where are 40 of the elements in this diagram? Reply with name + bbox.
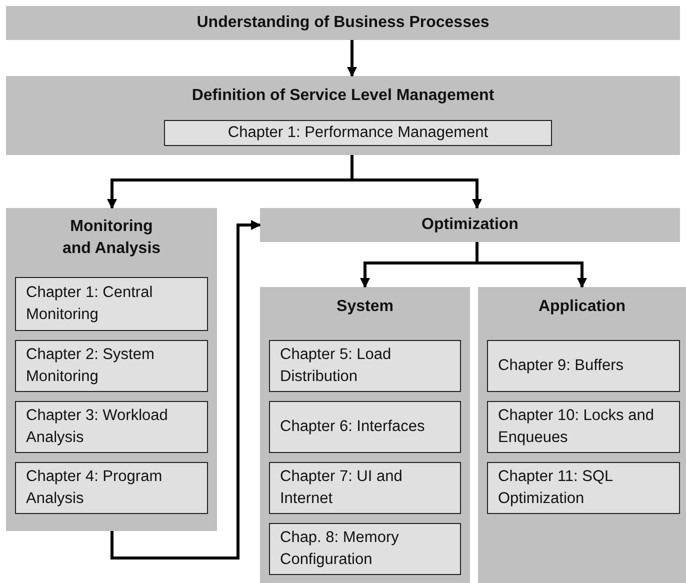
chapter-label: Chapter 10: Locks and Enqueues	[498, 406, 655, 448]
chapter-label: Chapter 1: Performance Management	[228, 123, 488, 144]
section-band	[478, 287, 686, 583]
chapter-box	[269, 462, 461, 514]
section-band	[6, 6, 680, 40]
section-band	[260, 287, 470, 583]
section-band	[260, 208, 680, 242]
chapter-box	[15, 401, 208, 453]
chapter-box	[164, 120, 552, 146]
section-heading: System	[336, 297, 394, 317]
chapter-box	[487, 462, 680, 514]
chapter-box	[269, 340, 461, 392]
section-band	[6, 76, 680, 155]
chapter-box	[15, 340, 208, 392]
connector-arrow	[350, 155, 482, 209]
section-heading: Optimization	[422, 215, 518, 235]
section-heading: Understanding of Business Processes	[196, 13, 490, 33]
section-heading: Definition of Service Level Management	[192, 86, 494, 106]
chapter-label: Chapter 11: SQL Optimization	[498, 467, 614, 509]
connector-arrow	[347, 40, 357, 77]
section-heading: Application	[538, 297, 626, 317]
chapter-label: Chapter 4: Program Analysis	[26, 467, 164, 509]
chapter-box	[269, 401, 461, 453]
section-band	[6, 208, 217, 531]
chapter-label: Chapter 3: Workload Analysis	[26, 406, 169, 448]
chapter-label: Chapter 5: Load Distribution	[280, 345, 392, 387]
chapter-label: Chapter 1: Central Monitoring	[26, 283, 154, 325]
section-heading: Monitoring and Analysis	[61, 217, 162, 259]
chapter-label: Chapter 7: UI and Internet	[280, 467, 404, 509]
chapter-box	[487, 340, 680, 392]
chapter-label: Chap. 8: Memory Configuration	[280, 528, 400, 570]
connector-arrow	[476, 242, 587, 288]
chapter-box	[15, 462, 208, 514]
chapter-box	[269, 523, 461, 575]
chapter-label: Chapter 9: Buffers	[498, 356, 624, 376]
chapter-box	[15, 277, 208, 331]
chapter-label: Chapter 6: Interfaces	[280, 417, 425, 438]
connector-arrow	[110, 220, 261, 560]
chapter-label: Chapter 2: System Monitoring	[26, 345, 156, 387]
chapter-box	[487, 401, 680, 453]
